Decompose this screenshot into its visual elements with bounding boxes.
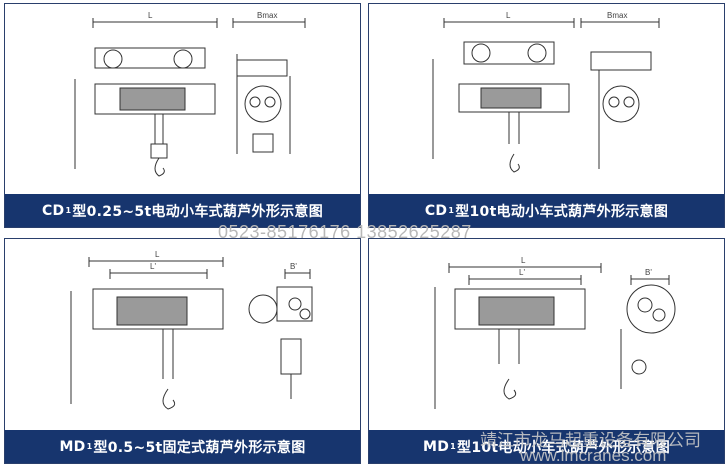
- dim-bmax-label: Bmax: [257, 11, 277, 20]
- hoist-diagram: L Bmax: [74, 11, 306, 177]
- dim-bprime-label: B': [290, 262, 297, 271]
- hoist-diagram: L Bmax: [432, 11, 660, 173]
- watermark-company: 靖江市龙马起重设备有限公司: [480, 431, 701, 451]
- dim-lprime-label: L': [150, 262, 156, 271]
- hoist-diagram: L L' B': [70, 250, 313, 410]
- dim-l-label: L: [521, 256, 526, 265]
- dim-bmax-label: Bmax: [607, 11, 627, 20]
- dim-lprime-label: L': [519, 268, 525, 277]
- contact-phone: 0523-85176176 13852625287: [218, 222, 472, 242]
- dim-bprime-label: B': [645, 268, 652, 277]
- hoist-diagram: L L' B': [434, 256, 676, 409]
- dim-l-label: L: [148, 11, 153, 20]
- watermark-site: www.lmcranes.com: [520, 446, 667, 465]
- dim-l-label: L: [155, 250, 160, 259]
- dim-l-label: L: [506, 11, 511, 20]
